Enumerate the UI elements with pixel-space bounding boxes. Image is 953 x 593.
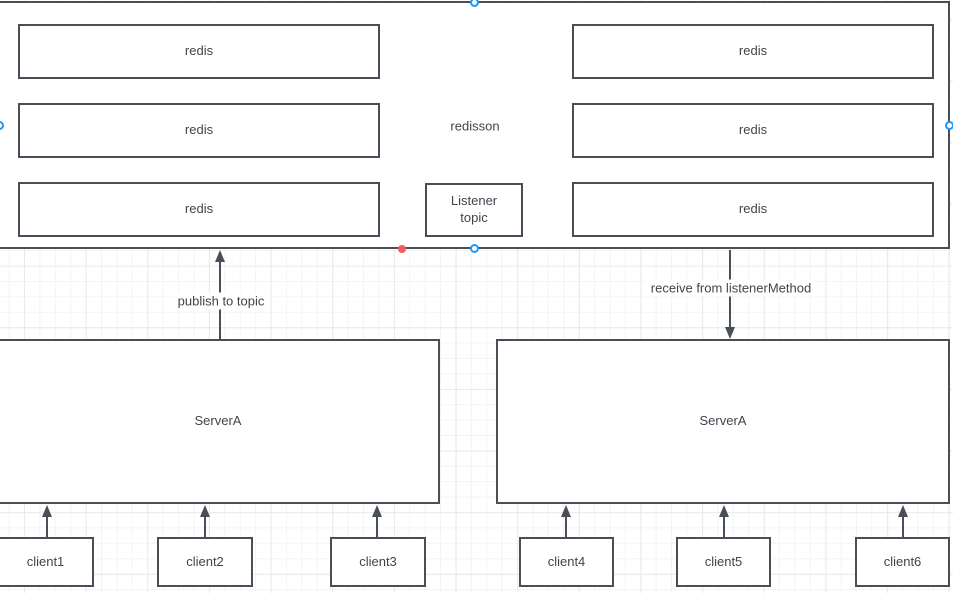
node-label: ServerA [194,413,242,429]
node-label: client3 [359,553,397,569]
node-label: Listener topic [450,193,498,225]
node-label: ServerA [699,413,747,429]
edge-line [376,516,378,537]
node-label: redis [738,122,768,138]
node-label: client4 [547,553,586,569]
node-label: redis [184,201,214,217]
edge-line [46,516,48,537]
redis-node[interactable]: redis [572,24,934,79]
node-label: redis [184,43,214,59]
client1-edge[interactable] [41,505,53,537]
client-node[interactable]: client2 [157,537,253,587]
node-label: client2 [186,553,224,569]
arrowhead-up-icon [215,250,225,262]
client4-edge[interactable] [560,505,572,537]
client-node[interactable]: client4 [519,537,614,587]
receive-edge-label[interactable]: receive from listenerMethod [646,279,816,297]
server-a-left-node[interactable]: ServerA [0,339,440,504]
arrowhead-up-icon [898,505,908,517]
node-label: redis [738,43,768,59]
arrowhead-up-icon [719,505,729,517]
cluster-label: redisson [450,118,500,134]
client-node[interactable]: client6 [855,537,950,587]
node-label: client6 [883,553,922,569]
edge-line [204,516,206,537]
server-a-right-node[interactable]: ServerA [496,339,950,504]
node-label: redis [184,122,214,138]
edge-line [902,516,904,537]
client5-edge[interactable] [718,505,730,537]
client6-edge[interactable] [897,505,909,537]
edge-line [565,516,567,537]
redis-node[interactable]: redis [572,103,934,158]
listener-topic-node[interactable]: Listener topic [425,183,523,237]
client-node[interactable]: client3 [330,537,426,587]
resize-handle-bottom[interactable] [470,244,479,253]
redis-node[interactable]: redis [18,182,380,237]
arrowhead-up-icon [372,505,382,517]
client3-edge[interactable] [371,505,383,537]
edge-endpoint-marker[interactable] [398,245,406,253]
edge-line [723,516,725,537]
arrowhead-up-icon [200,505,210,517]
publish-edge-label[interactable]: publish to topic [173,292,269,310]
redis-node[interactable]: redis [18,103,380,158]
resize-handle-right[interactable] [945,121,953,130]
redis-node[interactable]: redis [18,24,380,79]
client2-edge[interactable] [199,505,211,537]
arrowhead-up-icon [561,505,571,517]
node-label: client5 [704,553,743,569]
arrowhead-up-icon [42,505,52,517]
redis-node[interactable]: redis [572,182,934,237]
resize-handle-left[interactable] [0,121,4,130]
node-label: client1 [26,553,65,569]
client-node[interactable]: client1 [0,537,94,587]
node-label: redis [738,201,768,217]
arrowhead-down-icon [725,327,735,339]
resize-handle-top[interactable] [470,0,479,7]
client-node[interactable]: client5 [676,537,771,587]
